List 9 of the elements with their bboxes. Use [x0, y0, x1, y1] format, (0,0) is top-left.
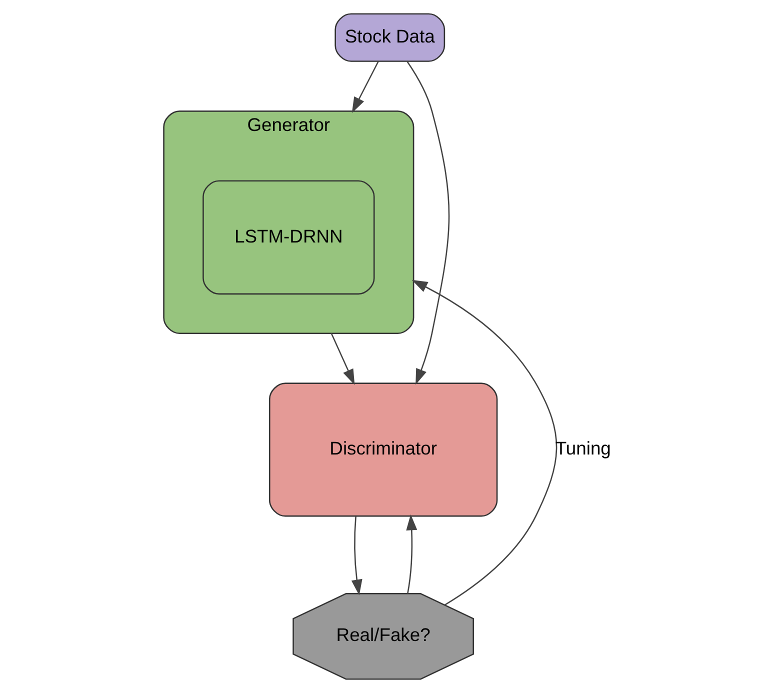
- arrow: [351, 516, 362, 596]
- arrow: [352, 61, 379, 113]
- node-box: Stock Data: [334, 13, 446, 62]
- arrow: [412, 280, 558, 606]
- arrow: [406, 61, 450, 385]
- arrow: [406, 514, 418, 594]
- node-box: Discriminator: [268, 382, 498, 517]
- arrow: [330, 333, 355, 385]
- node-box: LSTM-DRNN: [202, 180, 375, 295]
